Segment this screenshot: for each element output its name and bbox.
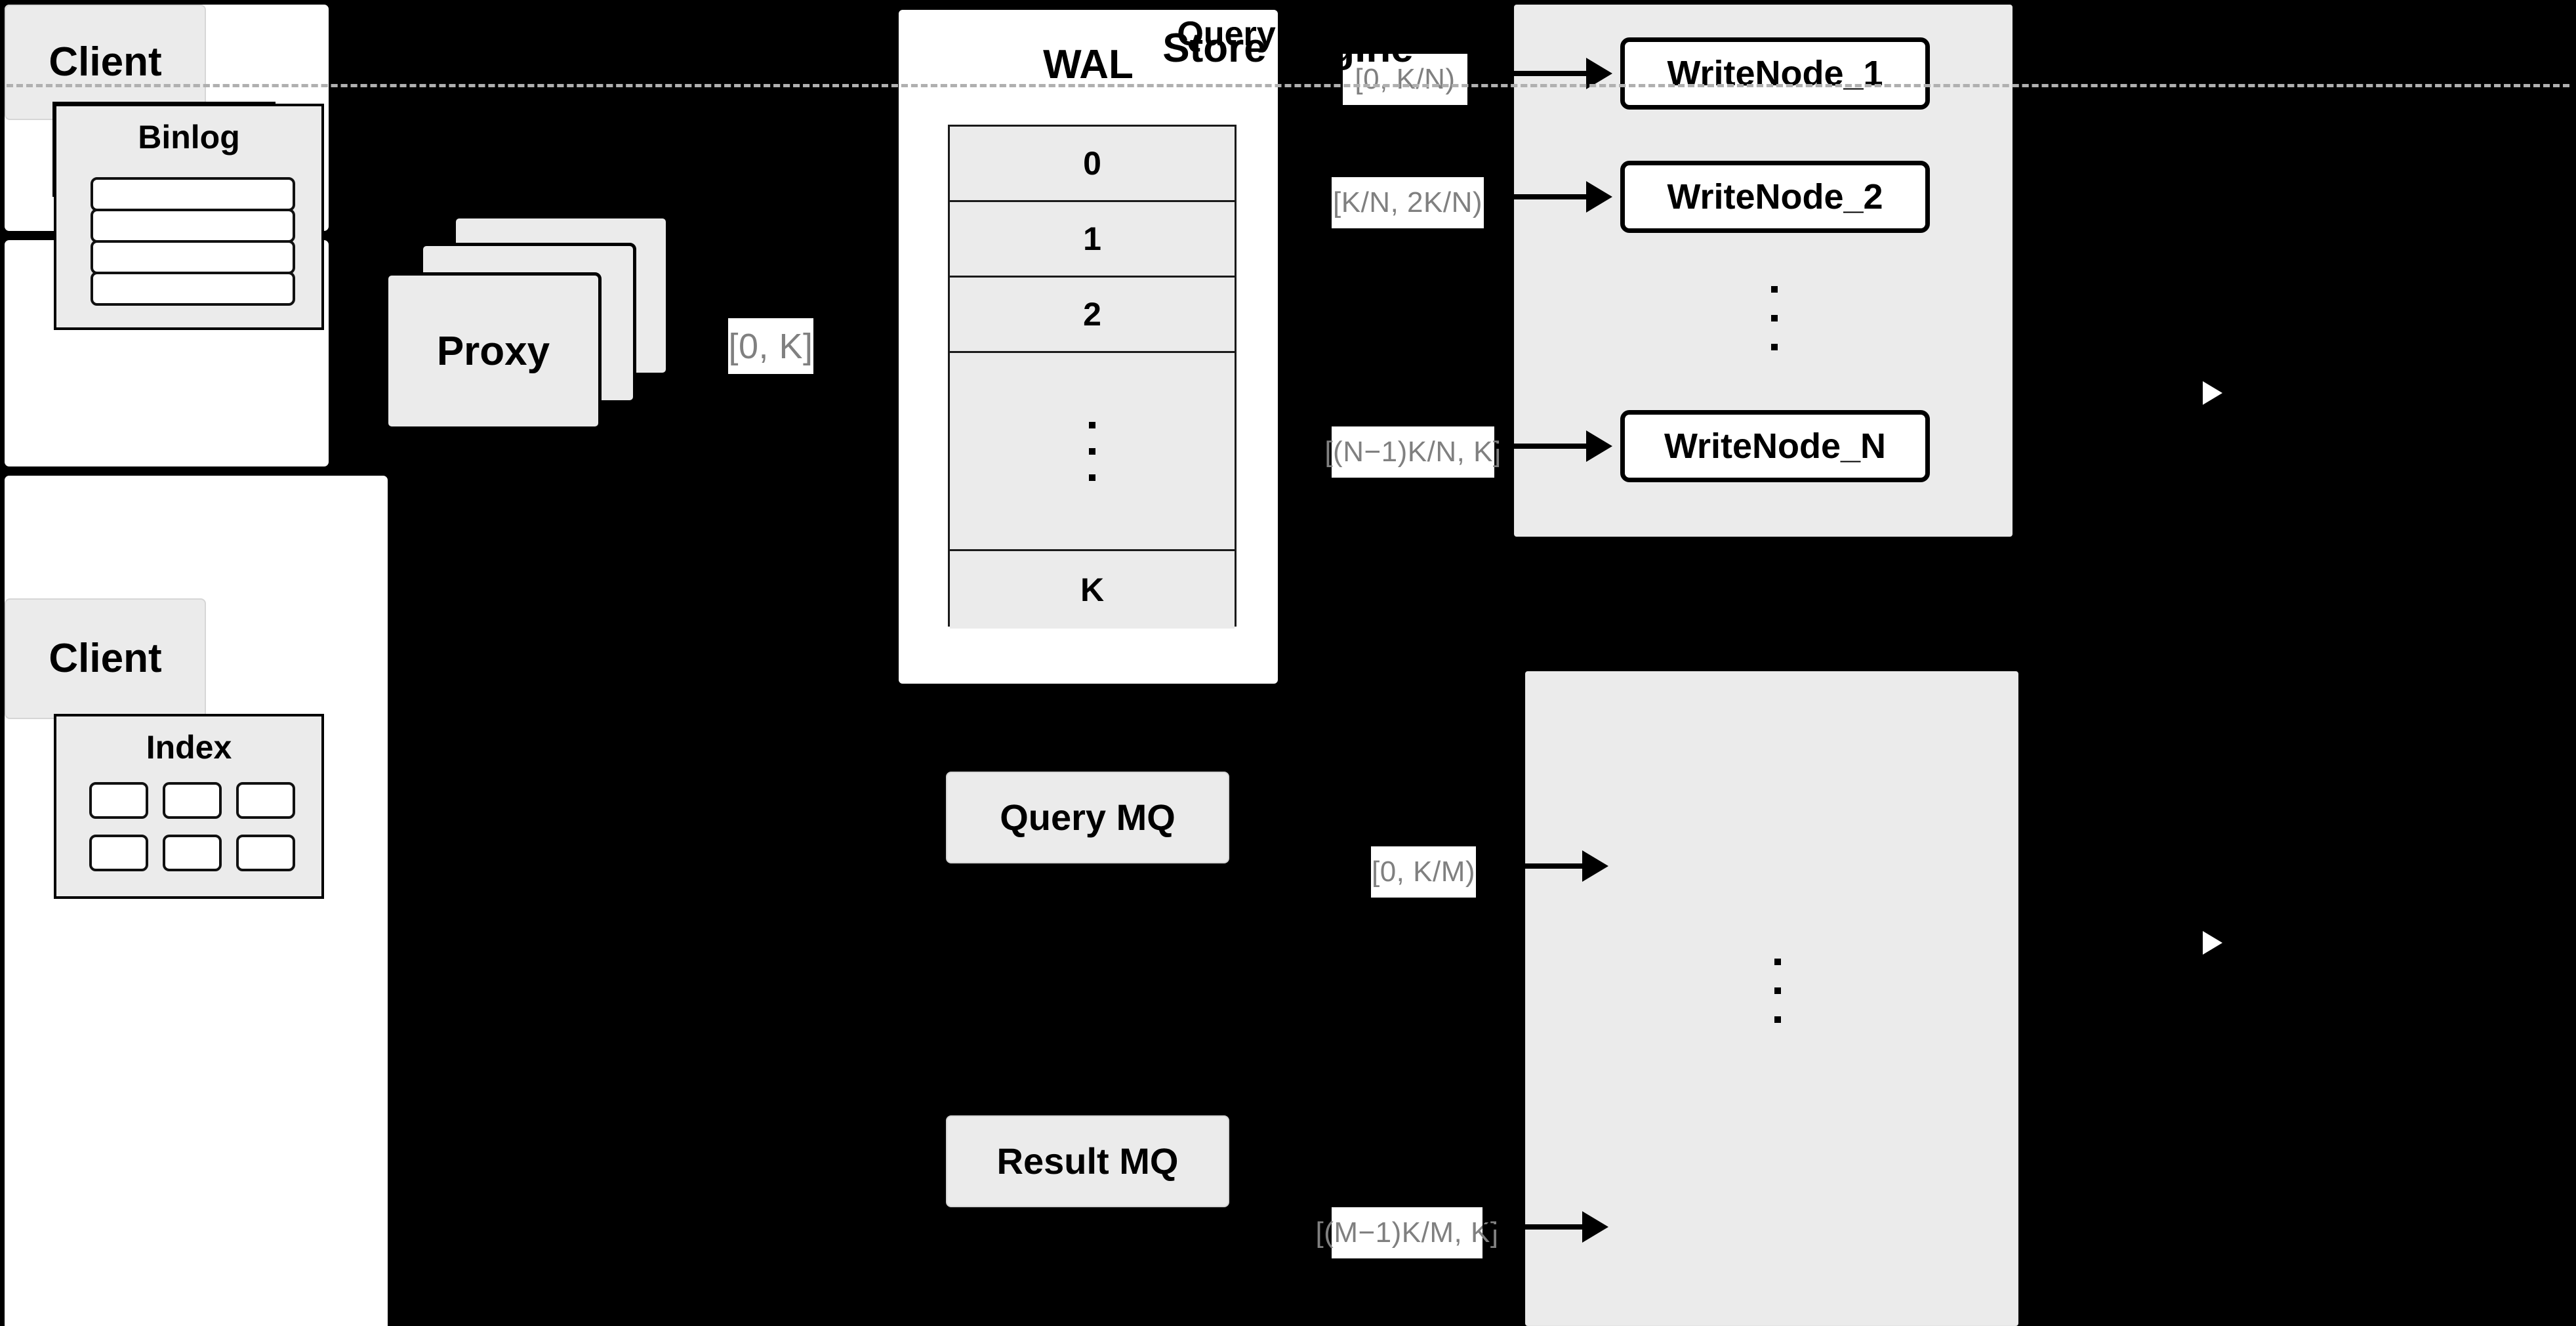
arrow-head-open-icon — [2203, 926, 2232, 960]
arrow-to-query-node-1 — [1476, 863, 1587, 869]
result-mq-node[interactable]: Result MQ — [946, 1115, 1229, 1207]
wal-row: K — [950, 551, 1235, 629]
proxy-node[interactable]: Proxy — [385, 272, 602, 430]
write-node-n[interactable]: WriteNode_N — [1620, 410, 1930, 482]
arrow-head-icon — [1582, 850, 1608, 882]
index-chip — [236, 782, 295, 819]
tag-proxy-to-wal: [0, K] — [728, 318, 813, 374]
binlog-title: Binlog — [138, 119, 240, 155]
arrow-to-index — [2177, 941, 2206, 945]
ellipsis-dot — [1089, 447, 1095, 455]
write-node-label: WriteNode_N — [1664, 426, 1887, 466]
wal-row: 1 — [950, 202, 1235, 278]
tag-write-range-1: [0, K/N) — [1343, 54, 1467, 105]
index-title: Index — [146, 729, 232, 766]
arrow-head-icon — [1586, 430, 1612, 462]
index-chip — [89, 782, 148, 819]
query-node-title: QueryNode_1 — [1177, 15, 1399, 53]
tag-query-range-1: [0, K/M) — [1371, 846, 1476, 898]
query-node-divider — [7, 84, 2569, 87]
query-node-title: QueryNode_1 — [1177, 15, 1399, 53]
client-label: Client — [49, 636, 162, 682]
arrow-head-open-icon — [2203, 376, 2232, 410]
ellipsis-dot — [1774, 987, 1781, 994]
write-node-2[interactable]: WriteNode_2 — [1620, 161, 1930, 233]
wal-row-ellipsis — [950, 353, 1235, 551]
tag-write-range-n: [(N−1)K/N, K] — [1324, 426, 1501, 478]
index-chip — [163, 782, 222, 819]
binlog-slab — [91, 209, 295, 243]
arrow-head-icon — [1586, 181, 1612, 213]
wal-row: 0 — [950, 127, 1235, 202]
proxy-label: Proxy — [436, 328, 550, 374]
ellipsis-dot — [1089, 474, 1095, 481]
arrow-to-write-node-n — [1494, 444, 1591, 449]
client-label: Client — [49, 39, 162, 85]
index-panel: Index — [54, 714, 324, 899]
binlog-slab — [91, 240, 295, 274]
write-node-label: WriteNode_2 — [1667, 176, 1883, 217]
ellipsis-dot — [1089, 421, 1095, 428]
query-group-ellipsis — [1771, 938, 1784, 1043]
wal-container: WAL 0 1 2 K — [893, 5, 1283, 689]
binlog-slab — [91, 272, 295, 306]
index-chip — [236, 835, 295, 871]
binlog-panel: Binlog — [54, 104, 324, 330]
client-node-2[interactable]: Client — [5, 598, 206, 719]
ellipsis-dot — [1771, 315, 1778, 321]
ellipsis-dot — [1774, 1016, 1781, 1023]
binlog-slab — [91, 177, 295, 211]
tag-write-range-2: [K/N, 2K/N) — [1332, 177, 1484, 228]
arrow-to-write-node-1 — [1473, 71, 1591, 76]
write-group-ellipsis — [1768, 269, 1781, 367]
index-chip — [163, 835, 222, 871]
store-engine-title: Store Engine — [1162, 26, 1414, 71]
arrow-to-write-node-2 — [1484, 194, 1591, 199]
ellipsis-dot — [1771, 286, 1778, 293]
ellipsis-dot — [1774, 959, 1781, 965]
tag-query-range-m: [(M−1)K/M, K] — [1315, 1207, 1498, 1258]
result-mq-label: Result MQ — [996, 1140, 1179, 1182]
wal-row: 2 — [950, 278, 1235, 353]
arrow-to-binlog — [2177, 391, 2206, 396]
wal-title: WAL — [1043, 42, 1134, 87]
arrow-to-query-node-m — [1482, 1224, 1587, 1230]
arrow-head-icon — [1582, 1211, 1608, 1243]
ellipsis-dot — [1771, 344, 1778, 350]
query-mq-label: Query MQ — [1000, 796, 1176, 838]
client-node-1[interactable]: Client — [5, 5, 206, 120]
index-chip — [89, 835, 148, 871]
query-mq-node[interactable]: Query MQ — [946, 772, 1229, 863]
wal-table: 0 1 2 K — [948, 125, 1237, 629]
